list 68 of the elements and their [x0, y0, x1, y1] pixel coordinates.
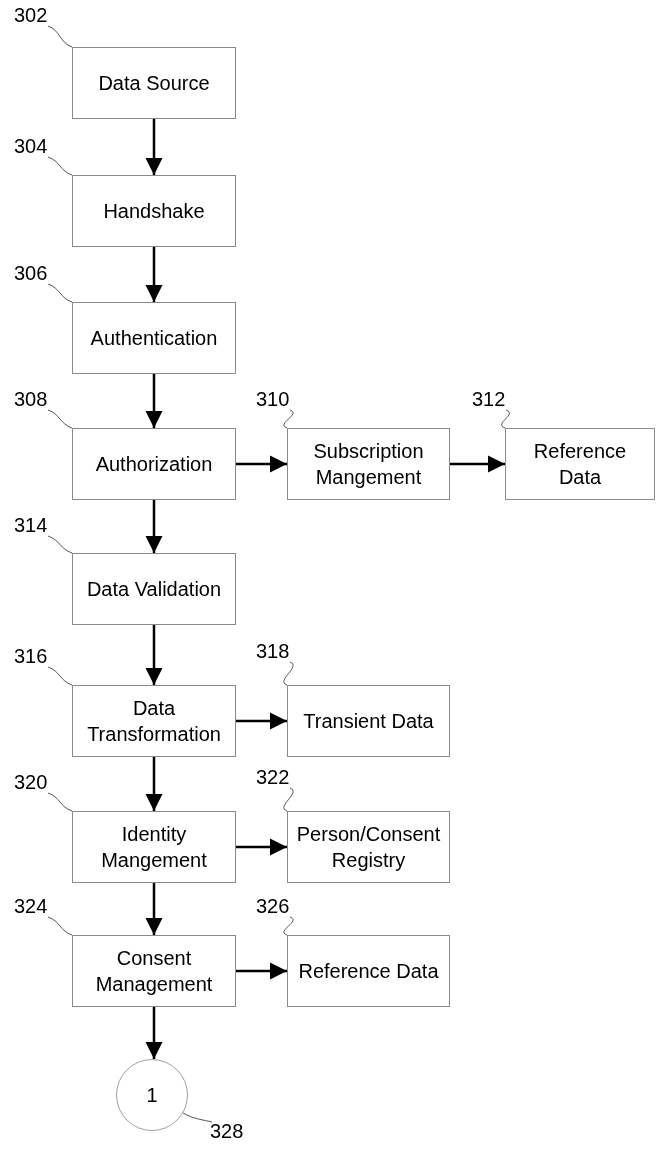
- process-box: [72, 175, 236, 247]
- arrow: [145, 625, 163, 685]
- node-label: Identity Mangement: [100, 822, 208, 873]
- callout-number: 318: [256, 639, 290, 664]
- process-box: [72, 935, 236, 1007]
- callout-number: 324: [14, 894, 48, 919]
- callout-number: 304: [14, 134, 48, 159]
- arrow: [145, 1007, 163, 1059]
- callout-number: 308: [14, 387, 48, 412]
- callout-number: 306: [14, 261, 48, 286]
- node-label: Authorization: [95, 452, 213, 477]
- leader-line: [47, 666, 73, 686]
- leader-line: [47, 409, 73, 429]
- callout-number: 326: [256, 894, 290, 919]
- node-label: Data Transformation: [86, 696, 222, 747]
- process-box: [287, 811, 450, 883]
- arrow: [236, 455, 287, 473]
- node-label: Transient Data: [303, 709, 434, 734]
- process-box: [72, 47, 236, 119]
- node-label: Reference Data: [298, 959, 439, 984]
- node-label: 1: [146, 1083, 158, 1108]
- leader-line: [47, 535, 73, 554]
- callout-number: 320: [14, 770, 48, 795]
- callout-number: 316: [14, 644, 48, 669]
- node-label: Reference Data: [532, 439, 628, 490]
- leader-line: [47, 283, 73, 303]
- node-label: Person/Consent Registry: [295, 822, 442, 873]
- leader-line: [47, 916, 73, 936]
- arrow: [145, 883, 163, 935]
- callout-number: 312: [472, 387, 506, 412]
- process-box: [72, 811, 236, 883]
- callout-number: 310: [256, 387, 290, 412]
- arrow: [145, 119, 163, 175]
- process-box: [287, 935, 450, 1007]
- arrow: [145, 757, 163, 811]
- leader-line: [283, 661, 294, 686]
- leader-line: [47, 156, 73, 176]
- process-box: [287, 428, 450, 500]
- node-label: Consent Management: [94, 946, 214, 997]
- node-label: Subscription Mangement: [312, 439, 425, 490]
- arrow: [236, 838, 287, 856]
- callout-number: 322: [256, 765, 290, 790]
- arrow: [145, 247, 163, 302]
- process-box: [505, 428, 655, 500]
- leader-line: [47, 792, 73, 812]
- process-box: [72, 685, 236, 757]
- arrow: [236, 962, 287, 980]
- leader-line: [283, 916, 294, 936]
- callout-number: 314: [14, 513, 48, 538]
- node-label: Data Validation: [86, 577, 222, 602]
- leader-line: [182, 1112, 213, 1123]
- node-label: Authentication: [90, 326, 218, 351]
- callout-number: 328: [210, 1119, 244, 1144]
- arrow: [145, 374, 163, 428]
- node-label: Data Source: [98, 71, 210, 96]
- process-box: [72, 302, 236, 374]
- callout-number: 302: [14, 3, 48, 28]
- arrow: [145, 500, 163, 553]
- arrow: [450, 455, 505, 473]
- arrow: [236, 712, 287, 730]
- process-box: [72, 428, 236, 500]
- process-box: [72, 553, 236, 625]
- leader-line: [283, 787, 294, 812]
- process-box: [287, 685, 450, 757]
- node-label: Handshake: [103, 199, 205, 224]
- leader-line: [501, 409, 510, 429]
- leader-line: [283, 409, 294, 429]
- leader-line: [47, 25, 73, 48]
